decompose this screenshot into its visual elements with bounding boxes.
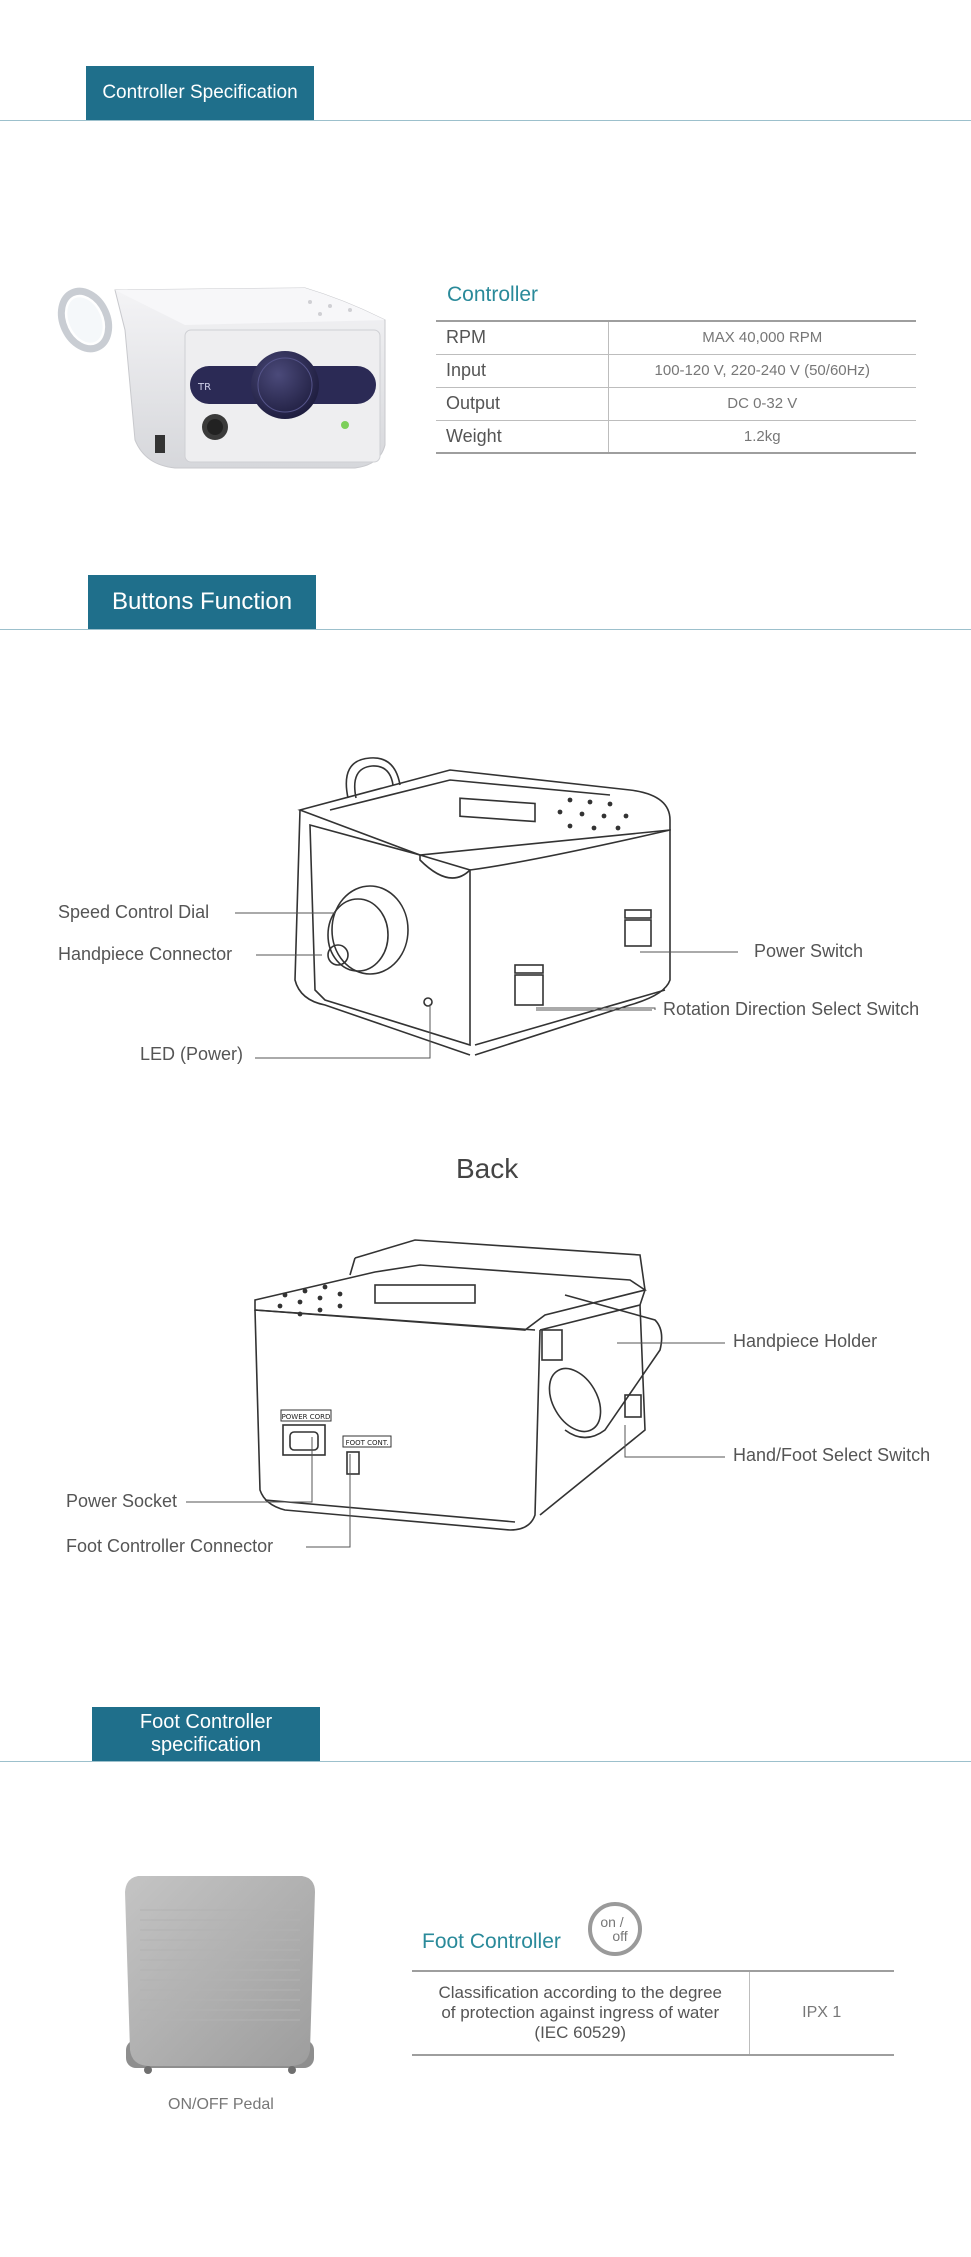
label-handpiece-holder: Handpiece Holder [733, 1331, 878, 1351]
spec-key: RPM [436, 320, 609, 355]
controller-image: TR [57, 287, 386, 469]
label-hand-foot-switch: Hand/Foot Select Switch [733, 1445, 931, 1465]
power-cord-tag: POWER CORD [282, 1413, 331, 1421]
spec-value: DC 0-32 V [608, 386, 916, 421]
label-power-socket: Power Socket [66, 1491, 178, 1511]
pedal-caption: ON/OFF Pedal [168, 2096, 274, 2113]
controller-table-title: Controller [447, 283, 539, 306]
foot-controller-spec-rule [0, 1761, 971, 1762]
controller-spec-tab: Controller Specification [86, 66, 314, 120]
table-row: Classification according to the degree o… [412, 1970, 894, 2056]
controller-spec-table: RPM MAX 40,000 RPM Input 100-120 V, 220-… [436, 320, 916, 454]
spec-key: Weight [436, 419, 609, 454]
buttons-function-title: Buttons Function [111, 588, 293, 615]
label-foot-controller-connector: Foot Controller Connector [66, 1536, 274, 1556]
on-off-icon: on / off [588, 1902, 642, 1956]
label-power-switch: Power Switch [754, 941, 864, 961]
buttons-function-rule [0, 629, 971, 630]
spec-value: MAX 40,000 RPM [608, 320, 916, 355]
table-row: RPM MAX 40,000 RPM [436, 320, 916, 355]
back-leader-lines [186, 1342, 725, 1548]
foot-controller-table: Classification according to the degree o… [412, 1970, 894, 2056]
foot-controller-spec-tab: Foot Controller specification [92, 1707, 320, 1761]
buttons-function-tab: Buttons Function [88, 575, 316, 629]
classification-line1: Classification according to the degree [438, 1983, 723, 2002]
table-row: Weight 1.2kg [436, 419, 916, 454]
foot-controller-spec-title-line1: Foot Controller [139, 1711, 273, 1733]
spec-value: 1.2kg [608, 419, 916, 454]
spec-value: 100-120 V, 220-240 V (50/60Hz) [608, 353, 916, 388]
controller-front-drawing [294, 757, 671, 1056]
controller-spec-rule [0, 120, 971, 121]
controller-spec-title: Controller Specification [102, 82, 298, 103]
label-speed-control-dial: Speed Control Dial [58, 902, 210, 922]
foot-controller-spec-title-line2: specification [150, 1734, 262, 1756]
foot-cont-tag: FOOT CONT. [346, 1439, 389, 1447]
classification-line2: of protection against ingress of water [441, 2003, 720, 2022]
classification-cell: Classification according to the degree o… [412, 1970, 750, 2056]
back-title: Back [456, 1153, 519, 1184]
table-row: Input 100-120 V, 220-240 V (50/60Hz) [436, 353, 916, 388]
label-rotation-direction: Rotation Direction Select Switch [663, 999, 920, 1019]
front-leader-lines [235, 912, 738, 1059]
classification-line3: (IEC 60529) [534, 2023, 627, 2042]
on-off-bottom: off [612, 1928, 628, 1944]
on-off-top: on / [600, 1914, 624, 1930]
svg-text:TR: TR [197, 382, 211, 393]
foot-pedal-image [125, 1876, 315, 2074]
table-row: Output DC 0-32 V [436, 386, 916, 421]
controller-back-drawing: POWER CORD FOOT CONT. [254, 1239, 663, 1531]
foot-controller-table-title: Foot Controller [422, 1930, 561, 1953]
spec-key: Output [436, 386, 609, 421]
label-handpiece-connector: Handpiece Connector [58, 944, 233, 964]
ipx-value: IPX 1 [749, 1970, 894, 2056]
label-led-power: LED (Power) [140, 1044, 244, 1064]
